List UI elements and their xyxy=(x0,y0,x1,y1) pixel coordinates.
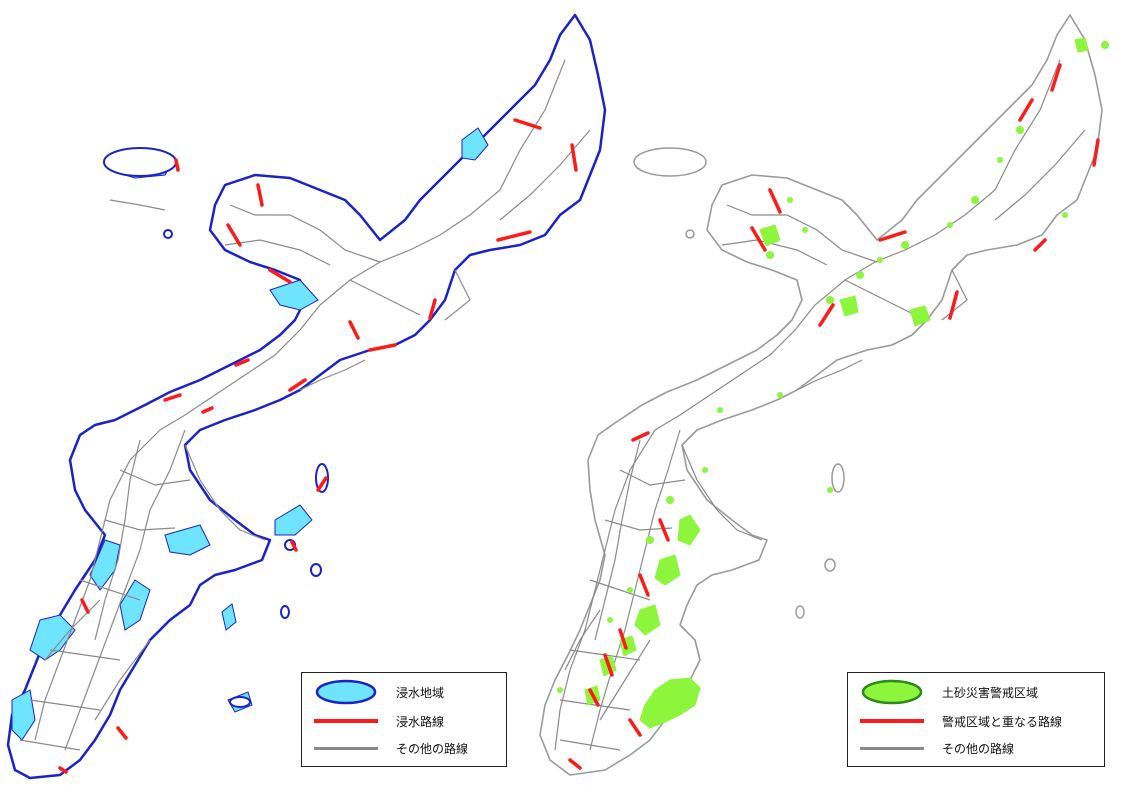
landslide-legend: 土砂災害警戒区域 警戒区域と重なる路線 その他の路線 xyxy=(847,672,1105,767)
landslide-area-swatch xyxy=(861,679,923,705)
gray-line-swatch xyxy=(314,746,378,750)
legend-item-flood-area: 浸水地域 xyxy=(302,679,444,705)
legend-item-hazard-road: 警戒区域と重なる路線 xyxy=(848,708,1062,734)
legend-item-other-road: その他の路線 xyxy=(302,735,468,761)
landslide-map xyxy=(539,14,1109,776)
landslide-specks xyxy=(557,41,1109,693)
legend-label: 土砂災害警戒区域 xyxy=(942,685,1039,700)
legend-item-flood-road: 浸水路線 xyxy=(302,708,444,734)
legend-label: その他の路線 xyxy=(396,741,469,756)
legend-item-other-road: その他の路線 xyxy=(848,735,1014,761)
legend-label: 警戒区域と重なる路線 xyxy=(942,714,1063,729)
legend-label: 浸水地域 xyxy=(396,685,445,700)
landslide-island-outline xyxy=(539,14,1103,776)
flood-island-outline xyxy=(6,13,607,780)
flood-map xyxy=(6,13,607,780)
legend-label: 浸水路線 xyxy=(396,714,445,729)
red-line-swatch xyxy=(314,719,378,723)
legend-label: その他の路線 xyxy=(942,741,1015,756)
landslide-islets xyxy=(633,147,845,619)
gray-line-swatch xyxy=(860,746,924,750)
flood-legend: 浸水地域 浸水路線 その他の路線 xyxy=(301,672,507,767)
legend-item-landslide-area: 土砂災害警戒区域 xyxy=(848,679,1038,705)
landslide-affected-roads xyxy=(568,63,1100,770)
flood-roads xyxy=(19,59,591,751)
flood-affected-roads xyxy=(58,118,578,774)
flood-area-swatch xyxy=(315,679,377,705)
red-line-swatch xyxy=(860,719,924,723)
